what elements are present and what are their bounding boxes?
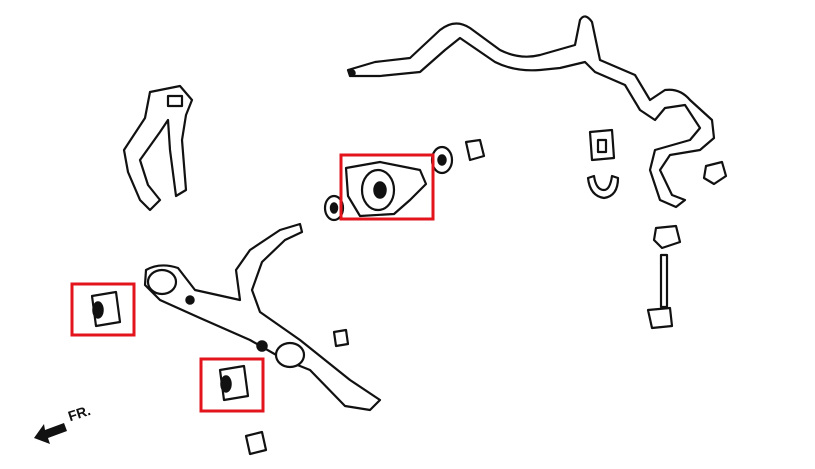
small-bushing [332,328,350,348]
sway-bar [346,15,716,209]
lower-control-arm [143,222,382,412]
end-link-nut [702,160,728,186]
upper-control-arm [122,84,194,212]
bushing-washer-front [323,194,345,222]
highlighted-front-lower-arm-bushing[interactable] [70,282,136,337]
end-link [646,224,682,330]
compliance-bushing-bracket [344,160,428,218]
bushing-cap [464,138,486,162]
ball-joint-boot [244,430,268,456]
highlighted-compliance-bushing[interactable] [339,153,435,221]
sway-bar-bracket [586,174,620,200]
bushing-washer-rear [430,145,454,175]
sway-bar-bushing [588,128,616,162]
highlighted-rear-lower-arm-bushing[interactable] [199,357,265,413]
front-direction-arrow-icon [34,423,67,444]
